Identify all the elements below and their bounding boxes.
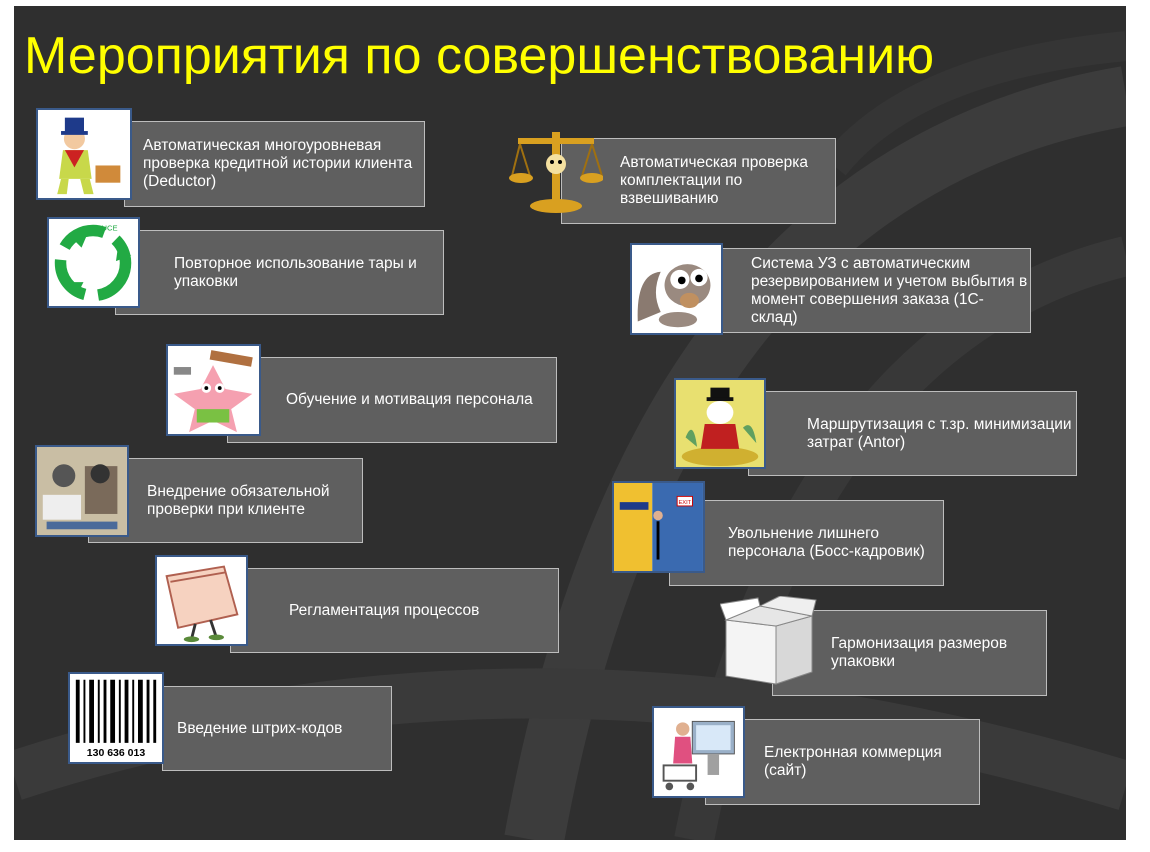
uncle-sam-cartoon-icon [36,108,132,200]
svg-text:130 636 013: 130 636 013 [87,747,146,759]
item-label: Автоматическая проверка комплектации по … [620,154,809,207]
svg-text:EXIT: EXIT [678,500,691,506]
item-label: Введение штрих-кодов [177,719,343,737]
item-box-warehouse: Система УЗ с автоматическим резервирован… [708,248,1031,333]
item-label: Обучение и мотивация персонала [286,391,533,408]
item-box-dismissal: Увольнение лишнего персонала (Босс-кадро… [669,500,944,586]
recycle-icon: REDUCE [47,217,140,308]
squirrel-icon [630,243,723,335]
item-label: Регламентация процессов [289,601,480,619]
slide-title: Мероприятия по совершенствованию [24,27,935,85]
box-icon [720,596,817,688]
item-label: Маршрутизация с т.зр. минимизации затрат… [807,416,1076,452]
item-label: Електронная коммерция (сайт) [764,744,942,779]
online-shopping-icon [652,706,745,798]
inspection-cartoon-icon [35,445,129,537]
item-box-barcodes: Введение штрих-кодов [162,686,392,771]
item-label: Система УЗ с автоматическим резервирован… [751,254,1028,326]
barcode-icon: 130 636 013 [68,672,164,764]
item-box-inspection: Внедрение обязательной проверки при клие… [88,458,363,543]
item-box-packaging: Гармонизация размеров упаковки [772,610,1047,696]
scales-icon [508,124,603,216]
item-label: Повторное использование тары и упаковки [174,254,417,290]
item-box-weighing: Автоматическая проверка комплектации по … [561,138,836,224]
slide: Мероприятия по совершенствованию Автомат… [14,6,1126,840]
item-box-credit-check: Автоматическая многоуровневая проверка к… [124,121,425,207]
item-box-routing: Маршрутизация с т.зр. минимизации затрат… [748,391,1077,476]
item-label-text: Маршрутизация с т.зр. минимизации затрат… [807,415,1072,451]
item-label: Внедрение обязательной проверки при клие… [147,482,330,518]
item-label: Автоматическая многоуровневая проверка к… [143,137,413,190]
svg-text:REDUCE: REDUCE [85,223,117,232]
item-label: Гармонизация размеров упаковки [831,635,1008,670]
item-box-ecommerce: Електронная коммерция (сайт) [705,719,980,805]
exit-door-icon: EXIT [612,481,705,573]
item-box-training: Обучение и мотивация персонала [227,357,557,443]
item-box-reuse: Повторное использование тары и упаковки [115,230,444,315]
item-label: Увольнение лишнего персонала (Босс-кадро… [728,525,925,560]
patrick-star-icon [166,344,261,436]
scrooge-money-icon [674,378,766,469]
item-box-regulation: Регламентация процессов [230,568,559,653]
folder-character-icon [155,555,248,646]
